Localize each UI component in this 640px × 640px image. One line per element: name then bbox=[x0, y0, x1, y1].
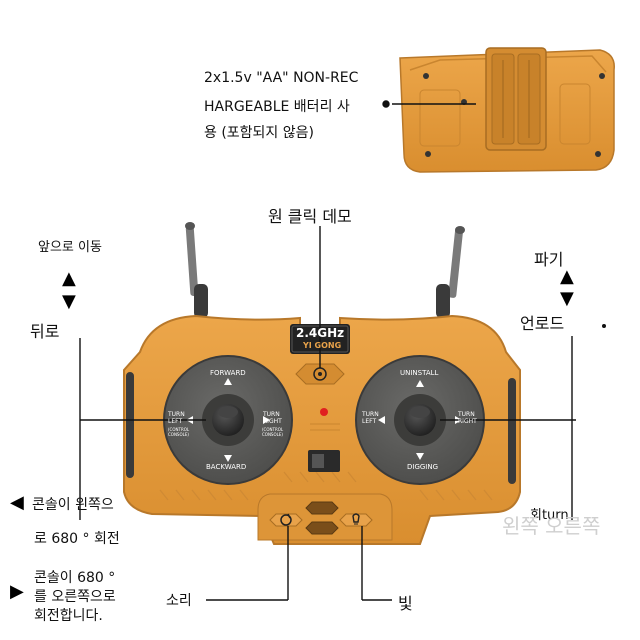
right-stick-turn-right: TURN RIGHT bbox=[458, 411, 477, 425]
antenna-right bbox=[436, 226, 465, 318]
power-switch bbox=[308, 450, 340, 472]
sound-button-icon bbox=[280, 513, 292, 526]
battery-cover bbox=[399, 47, 615, 173]
right-triangle-icon: ▶ bbox=[10, 581, 24, 602]
rotate-left-line2: 로 680 ° 회전 bbox=[34, 531, 120, 547]
dig-label: 파기 bbox=[534, 250, 564, 269]
rotate-right-line3: 회전합니다. bbox=[34, 608, 103, 624]
brand-name: YI GONG bbox=[303, 341, 342, 350]
battery-note-line3: 용 (포함되지 않음) bbox=[204, 125, 314, 141]
bottom-buttons bbox=[269, 501, 373, 535]
forward-label: 앞으로 이동 bbox=[38, 240, 102, 255]
down-arrow-icon: ▼ bbox=[560, 288, 574, 309]
sound-label: 소리 bbox=[166, 593, 192, 609]
rotate-right-line1: 콘솔이 680 ° bbox=[34, 570, 116, 586]
right-rotate-overlay: 왼쪽 오른쪽 bbox=[502, 514, 601, 538]
brand-frequency: 2.4GHz bbox=[296, 326, 345, 340]
light-label: 빛 bbox=[398, 594, 413, 613]
left-stick-backward: BACKWARD bbox=[206, 463, 247, 471]
one-click-demo-label: 원 클릭 데모 bbox=[268, 207, 352, 226]
light-button-icon bbox=[352, 513, 360, 525]
demo-button bbox=[295, 363, 345, 385]
right-rotate-fragment: 회turn bbox=[530, 508, 569, 523]
left-stick-turn-left-sub: (CONTROL CONSOLE) bbox=[168, 427, 190, 437]
right-stick-digging: DIGGING bbox=[407, 463, 439, 471]
up-arrow-icon: ▲ bbox=[560, 266, 574, 287]
left-dial bbox=[163, 355, 293, 485]
left-stick-turn-right-sub: (CONTROL CONSOLE) bbox=[262, 427, 284, 437]
right-dial bbox=[355, 355, 485, 485]
left-stick-turn-right: TURN RIGHT bbox=[263, 411, 282, 425]
power-led bbox=[320, 408, 328, 416]
right-stick-turn-left: TURN LEFT bbox=[362, 411, 379, 425]
backward-label: 뒤로 bbox=[30, 322, 60, 341]
unload-label: 언로드 bbox=[520, 314, 565, 333]
left-stick-forward: FORWARD bbox=[210, 369, 246, 377]
up-arrow-icon: ▲ bbox=[62, 268, 76, 289]
down-arrow-icon: ▼ bbox=[62, 291, 76, 312]
rotate-left-line1: 콘솔이 왼쪽으 bbox=[32, 497, 114, 513]
leader-lines bbox=[79, 100, 576, 601]
rotate-right-line2: 를 오른쪽으로 bbox=[34, 589, 116, 605]
battery-note-line1: 2x1.5v "AA" NON-REC bbox=[204, 70, 359, 86]
battery-note-line2: HARGEABLE 배터리 사 bbox=[204, 99, 350, 115]
antenna-left bbox=[185, 222, 208, 318]
left-triangle-icon: ◀ bbox=[10, 492, 24, 513]
right-stick-uninstall: UNINSTALL bbox=[400, 369, 439, 377]
left-stick-turn-left: TURN LEFT bbox=[168, 411, 185, 425]
